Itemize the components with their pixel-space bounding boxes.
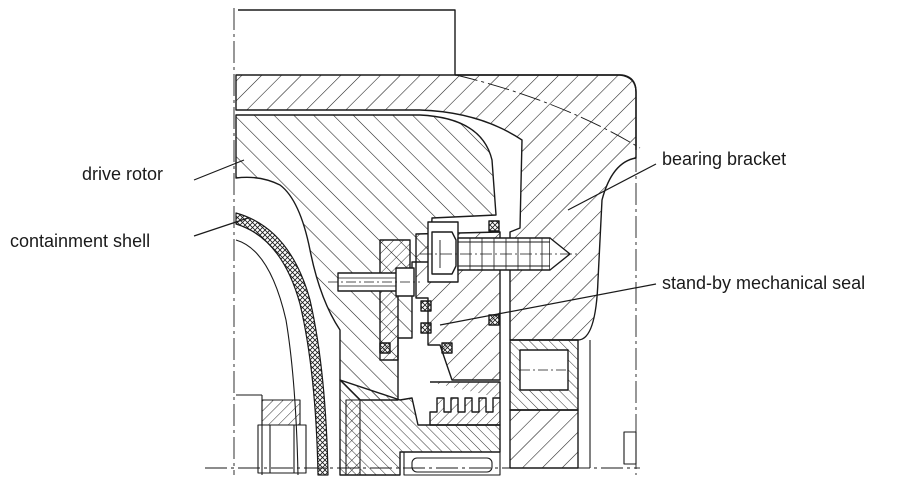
connection-plug [509, 339, 579, 469]
bearing-bracket-label: bearing bracket [662, 149, 787, 169]
rotor-screw [328, 267, 420, 297]
hub-section [339, 379, 501, 476]
inner-rotor [235, 239, 307, 476]
labyrinth-teeth [429, 381, 501, 426]
containment-shell [235, 212, 329, 476]
drive-rotor-body [235, 114, 497, 401]
containment-shell-label: containment shell [10, 231, 151, 251]
bracket-screw [420, 221, 580, 283]
bearing-bracket-body [235, 74, 637, 341]
leader-lines [193, 159, 657, 326]
standby-seal-label: stand-by mechanical seal [662, 273, 866, 293]
drive-rotor-label: drive rotor [82, 164, 164, 184]
o-rings [379, 220, 500, 354]
lower-details [345, 340, 637, 476]
